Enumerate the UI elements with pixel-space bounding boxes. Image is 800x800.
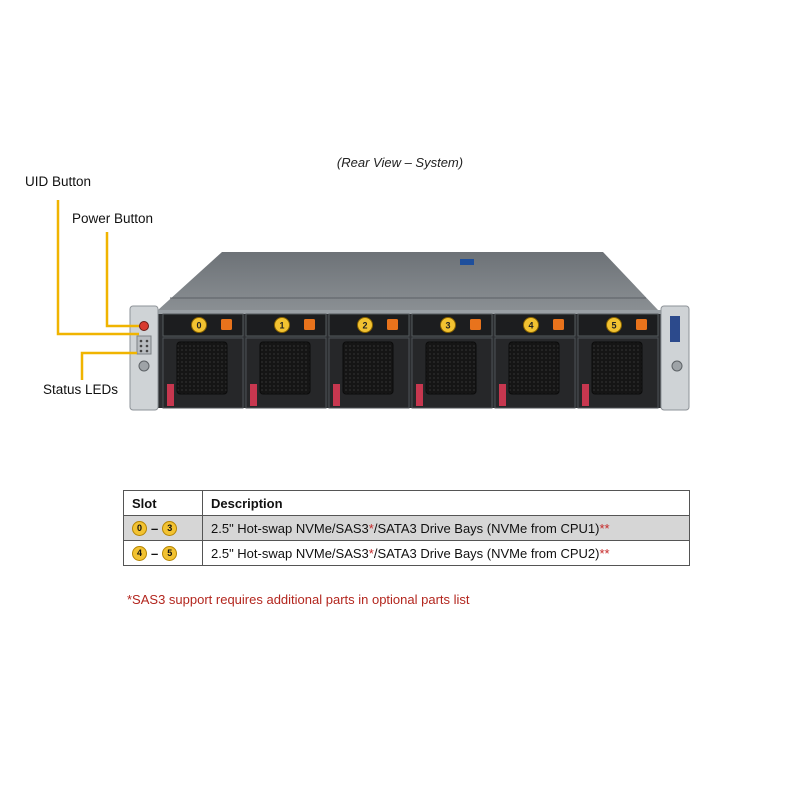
column-header-slot: Slot [123, 490, 203, 516]
slot-badge: 0 [132, 521, 147, 537]
sas3-footnote-mark: * [368, 545, 374, 561]
drive-release-button [387, 319, 398, 330]
drive-pull-tab [250, 384, 257, 406]
drive-vent-mesh [425, 341, 477, 395]
description-text-rest: /SATA3 Drive Bays (NVMe from CPU2) [373, 545, 600, 561]
view-caption: (Rear View – System) [336, 155, 464, 170]
drive-release-button [553, 319, 564, 330]
right-rack-ear [660, 305, 690, 411]
drive-pull-tab [499, 384, 506, 406]
left-rack-ear [129, 305, 159, 411]
drive-bay: 2 [328, 313, 410, 409]
description-text: 2.5" Hot-swap NVMe/SAS3 [211, 520, 369, 536]
drive-bay: 3 [411, 313, 493, 409]
uid-button-callout-line [56, 200, 139, 336]
drive-number-label: 4 [528, 321, 533, 331]
status-leds-label: Status LEDs [43, 382, 119, 397]
drive-vent-mesh [591, 341, 643, 395]
range-dash: – [151, 521, 159, 537]
status-leds-part [136, 335, 152, 355]
drive-release-button [470, 319, 481, 330]
power-button-label: Power Button [72, 211, 154, 226]
drive-vent-mesh [342, 341, 394, 395]
drive-bay: 1 [245, 313, 327, 409]
cpu-footnote-mark: ** [599, 520, 610, 536]
sas3-footnote: *SAS3 support requires additional parts … [127, 592, 470, 607]
drive-release-button [636, 319, 647, 330]
table-row: 0–3 2.5" Hot-swap NVMe/SAS3*/SATA3 Drive… [123, 515, 690, 541]
drive-release-button [304, 319, 315, 330]
table-header-row: Slot Description [123, 490, 690, 516]
drive-number-label: 0 [196, 321, 201, 331]
drive-vent-mesh [259, 341, 311, 395]
uid-button-part [139, 321, 149, 331]
slot-description-table: Slot Description 0–3 2.5" Hot-swap NVMe/… [123, 490, 690, 566]
drive-number-badge [191, 317, 207, 333]
drive-number-badge [440, 317, 456, 333]
slot-badge: 3 [162, 521, 178, 537]
drive-number-badge [523, 317, 539, 333]
chassis-label [460, 259, 474, 265]
server-rear-view-diagram: 0 1 2 3 4 5 [56, 200, 690, 411]
status-leds-callout-line [80, 351, 137, 380]
drive-number-label: 1 [279, 321, 284, 331]
drive-vent-mesh [176, 341, 228, 395]
drive-release-button [221, 319, 232, 330]
description-text-rest: /SATA3 Drive Bays (NVMe from CPU1) [373, 520, 600, 536]
description-cell: 2.5" Hot-swap NVMe/SAS3*/SATA3 Drive Bay… [202, 515, 690, 541]
column-header-description: Description [202, 490, 690, 516]
drive-bay: 4 [494, 313, 576, 409]
sas3-footnote-mark: * [368, 520, 374, 536]
cpu-footnote-mark: ** [599, 545, 610, 561]
slot-badge: 4 [132, 546, 147, 562]
drive-vent-mesh [508, 341, 560, 395]
drive-number-label: 2 [362, 321, 367, 331]
drive-pull-tab [582, 384, 589, 406]
drive-number-label: 3 [445, 321, 450, 331]
slot-badge: 5 [162, 546, 178, 562]
drive-number-badge [357, 317, 373, 333]
drive-number-badge [274, 317, 290, 333]
power-button-callout-line [105, 232, 139, 328]
drive-bay: 0 [162, 313, 244, 409]
range-dash: – [151, 546, 159, 562]
uid-button-label: UID Button [25, 174, 92, 189]
drive-pull-tab [167, 384, 174, 406]
drive-bay: 5 [577, 313, 659, 409]
drive-pull-tab [333, 384, 340, 406]
drive-number-label: 5 [611, 321, 616, 331]
chassis-top [158, 252, 658, 310]
drive-pull-tab [416, 384, 423, 406]
description-cell: 2.5" Hot-swap NVMe/SAS3*/SATA3 Drive Bay… [202, 540, 690, 566]
drive-number-badge [606, 317, 622, 333]
description-text: 2.5" Hot-swap NVMe/SAS3 [211, 545, 369, 561]
table-row: 4–5 2.5" Hot-swap NVMe/SAS3*/SATA3 Drive… [123, 540, 690, 566]
slot-cell: 4–5 [123, 540, 203, 566]
drive-bays-group: 0 1 2 3 4 5 [162, 313, 659, 409]
slot-cell: 0–3 [123, 515, 203, 541]
